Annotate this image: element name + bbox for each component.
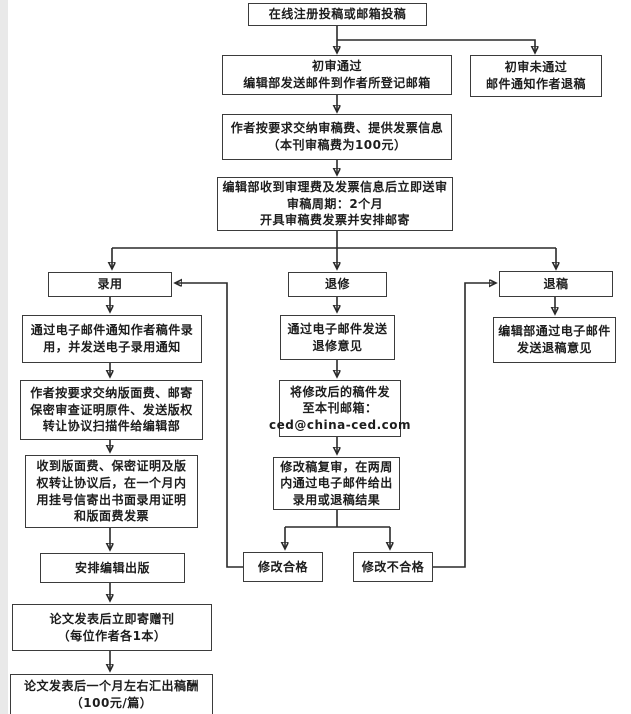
node-initial-fail: 初审未通过 邮件通知作者退稿	[470, 55, 602, 97]
node-reject-notice: 编辑部通过电子邮件 发送退稿意见	[493, 317, 616, 363]
node-send-journal: 论文发表后立即寄赠刊 （每位作者各1本）	[12, 604, 212, 651]
node-remuneration: 论文发表后一个月左右汇出稿酬 （100元/篇）	[10, 674, 213, 714]
node-accept: 录用	[48, 272, 172, 297]
node-send-revised: 将修改后的稿件发 至本刊邮箱： ced@china-ced.com	[269, 380, 411, 437]
node-page-fee-received: 收到版面费、保密证明及版 权转让协议后，在一个月内 用挂号信寄出书面录用证明 和…	[25, 455, 198, 528]
node-revision-fail: 修改不合格	[353, 552, 433, 582]
node-reject: 退稿	[499, 271, 613, 297]
node-accept-notice: 通过电子邮件通知作者稿件录 用，并发送电子录用通知	[22, 315, 202, 363]
node-fee-received: 编辑部收到审理费及发票信息后立即送审 审稿周期：2个月 开具审稿费发票并安排邮寄	[217, 177, 453, 231]
node-revision-pass: 修改合格	[243, 552, 323, 582]
node-pay-page-fee: 作者按要求交纳版面费、邮寄 保密审查证明原件、发送版权 转让协议扫描件给编辑部	[20, 380, 203, 440]
node-re-review: 修改稿复审，在两周 内通过电子邮件给出 录用或退稿结果	[273, 457, 400, 510]
node-revision-notice: 通过电子邮件发送 退修意见	[280, 315, 395, 360]
node-revise: 退修	[288, 272, 387, 297]
left-gutter	[0, 0, 8, 714]
node-online-submission: 在线注册投稿或邮箱投稿	[248, 3, 427, 26]
node-pay-review-fee: 作者按要求交纳审稿费、提供发票信息 （本刊审稿费为100元）	[222, 114, 452, 160]
node-initial-pass: 初审通过 编辑部发送邮件到作者所登记邮箱	[222, 55, 452, 95]
node-arrange-publish: 安排编辑出版	[40, 553, 185, 583]
